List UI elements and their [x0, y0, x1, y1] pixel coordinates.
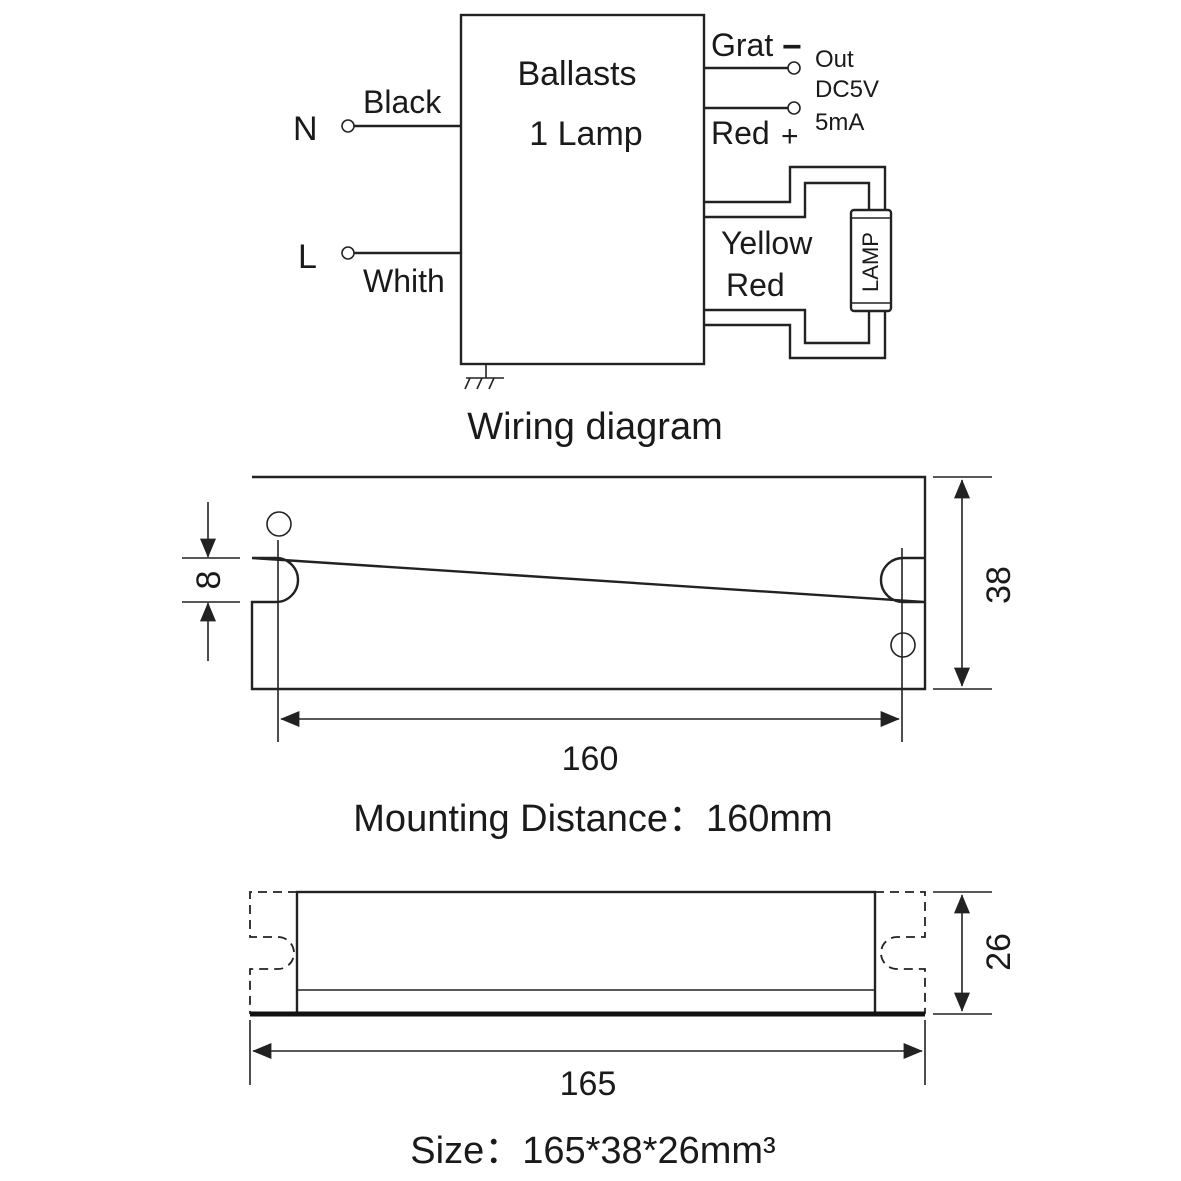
dim-label-38: 38 [980, 566, 1018, 604]
lamp-wire-bottom-outer [704, 311, 887, 360]
dim-label-26: 26 [980, 933, 1018, 971]
dc-voltage-label: DC5V [815, 76, 879, 103]
black-wire-label: Black [363, 84, 442, 120]
mounting-hole-right [890, 632, 916, 658]
l-terminal-label: L [298, 238, 317, 276]
minus-sign: − [782, 28, 802, 66]
wiring-diagram: Ballasts 1 Lamp N Black L Whith Grat − R… [293, 13, 893, 448]
side-view: 26 165 Size：165*38*26mm³ [249, 890, 1018, 1172]
n-terminal-label: N [293, 110, 318, 148]
size-caption: Size：165*38*26mm³ [410, 1130, 775, 1172]
ballast-title: Ballasts [517, 55, 636, 93]
red-lamp-wire-label: Red [726, 267, 785, 303]
plus-sign: + [781, 120, 799, 153]
red-out-label: Red [711, 115, 770, 151]
mounting-caption: Mounting Distance：160mm [353, 798, 832, 840]
white-wire-label: Whith [363, 263, 445, 299]
grat-wire-label: Grat [711, 27, 773, 63]
out-plus-terminal [787, 101, 801, 115]
ballast-subtitle: 1 Lamp [529, 115, 642, 153]
ground-icon [464, 364, 504, 390]
n-terminal [341, 119, 355, 133]
tab-left-dashed [249, 891, 297, 1014]
ballast-box [459, 13, 706, 366]
yellow-wire-label: Yellow [721, 225, 813, 261]
l-terminal [341, 246, 355, 260]
out-label: Out [815, 46, 854, 73]
wiring-caption: Wiring diagram [467, 406, 723, 448]
dim-label-165: 165 [560, 1065, 617, 1103]
ballast-body-side [295, 890, 877, 1015]
mounting-plate [250, 475, 927, 691]
mounting-view: 8 38 160 Mounting Distance：160mm [182, 475, 1018, 840]
lamp-wire-top-outer [704, 165, 887, 210]
dim-label-8: 8 [190, 571, 228, 590]
mounting-hole-left [266, 511, 292, 537]
current-label: 5mA [815, 109, 864, 136]
lamp-wire-top-inner [704, 181, 871, 219]
lamp-label: LAMP [858, 232, 883, 292]
lamp-icon [849, 208, 893, 313]
dim-label-160: 160 [562, 740, 619, 778]
lamp-wire-bottom-inner [704, 308, 871, 345]
tab-right-dashed [875, 891, 926, 1014]
out-minus-terminal [787, 61, 801, 75]
